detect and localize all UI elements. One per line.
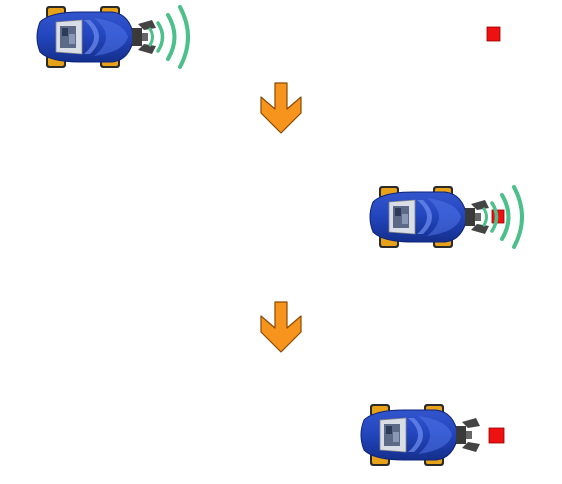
- red-block-icon: [488, 427, 505, 444]
- stage-1-approach: [36, 5, 501, 69]
- wifi-signal-icon: [148, 5, 190, 69]
- robot-car-2: [369, 185, 490, 249]
- down-arrow-icon: [260, 82, 302, 134]
- robot-car-1: [36, 5, 157, 69]
- red-block-icon: [486, 26, 501, 42]
- robot-car-3: [360, 403, 481, 467]
- stage-3-grasp: [360, 403, 505, 467]
- stage-2-detect: [369, 185, 524, 249]
- down-arrow-icon: [260, 301, 302, 353]
